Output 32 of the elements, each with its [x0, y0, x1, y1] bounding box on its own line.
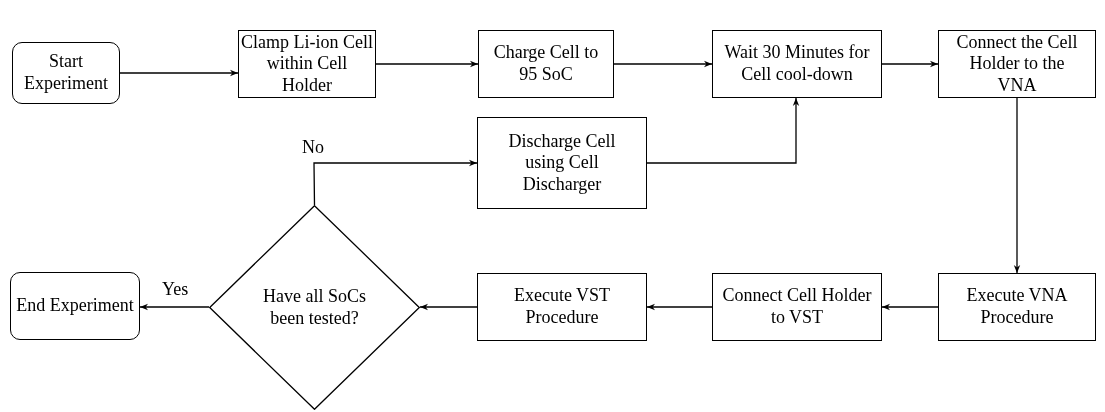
- node-text: Start Experiment: [23, 51, 109, 95]
- arrow: [419, 303, 478, 311]
- node-text: Clamp Li-ion Cell within Cell Holder: [240, 31, 374, 97]
- process-box: [478, 30, 614, 98]
- node-text: Charge Cell to 95 SoC: [492, 42, 600, 86]
- node-text: Connect the Cell Holder to the VNA: [955, 31, 1079, 97]
- node-text: End Experiment: [16, 295, 134, 317]
- process-box: [712, 30, 882, 98]
- arrow: [119, 69, 239, 77]
- process-box: [712, 273, 882, 341]
- arrow: [646, 303, 713, 311]
- arrow: [1013, 97, 1021, 274]
- node-text: Connect Cell Holder to VST: [721, 285, 873, 329]
- node-text: Execute VST Procedure: [512, 285, 612, 329]
- node-text: Have all SoCs been tested?: [262, 285, 367, 330]
- arrow: [139, 303, 210, 311]
- arrow: [375, 60, 479, 68]
- arrow: [313, 159, 478, 206]
- arrow: [881, 60, 939, 68]
- terminal-box: [10, 272, 140, 340]
- process-box: [477, 117, 647, 209]
- arrow: [881, 303, 939, 311]
- arrow: [646, 97, 800, 164]
- process-box: [938, 30, 1096, 98]
- arrow: [613, 60, 713, 68]
- node-text: Discharge Cell using Cell Discharger: [507, 130, 617, 196]
- process-box: [938, 273, 1096, 341]
- node-text: Wait 30 Minutes for Cell cool-down: [723, 42, 871, 86]
- node-text: Execute VNA Procedure: [965, 285, 1069, 329]
- terminal-box: [12, 42, 120, 104]
- decision-diamond: [209, 205, 420, 410]
- process-box: [477, 273, 647, 341]
